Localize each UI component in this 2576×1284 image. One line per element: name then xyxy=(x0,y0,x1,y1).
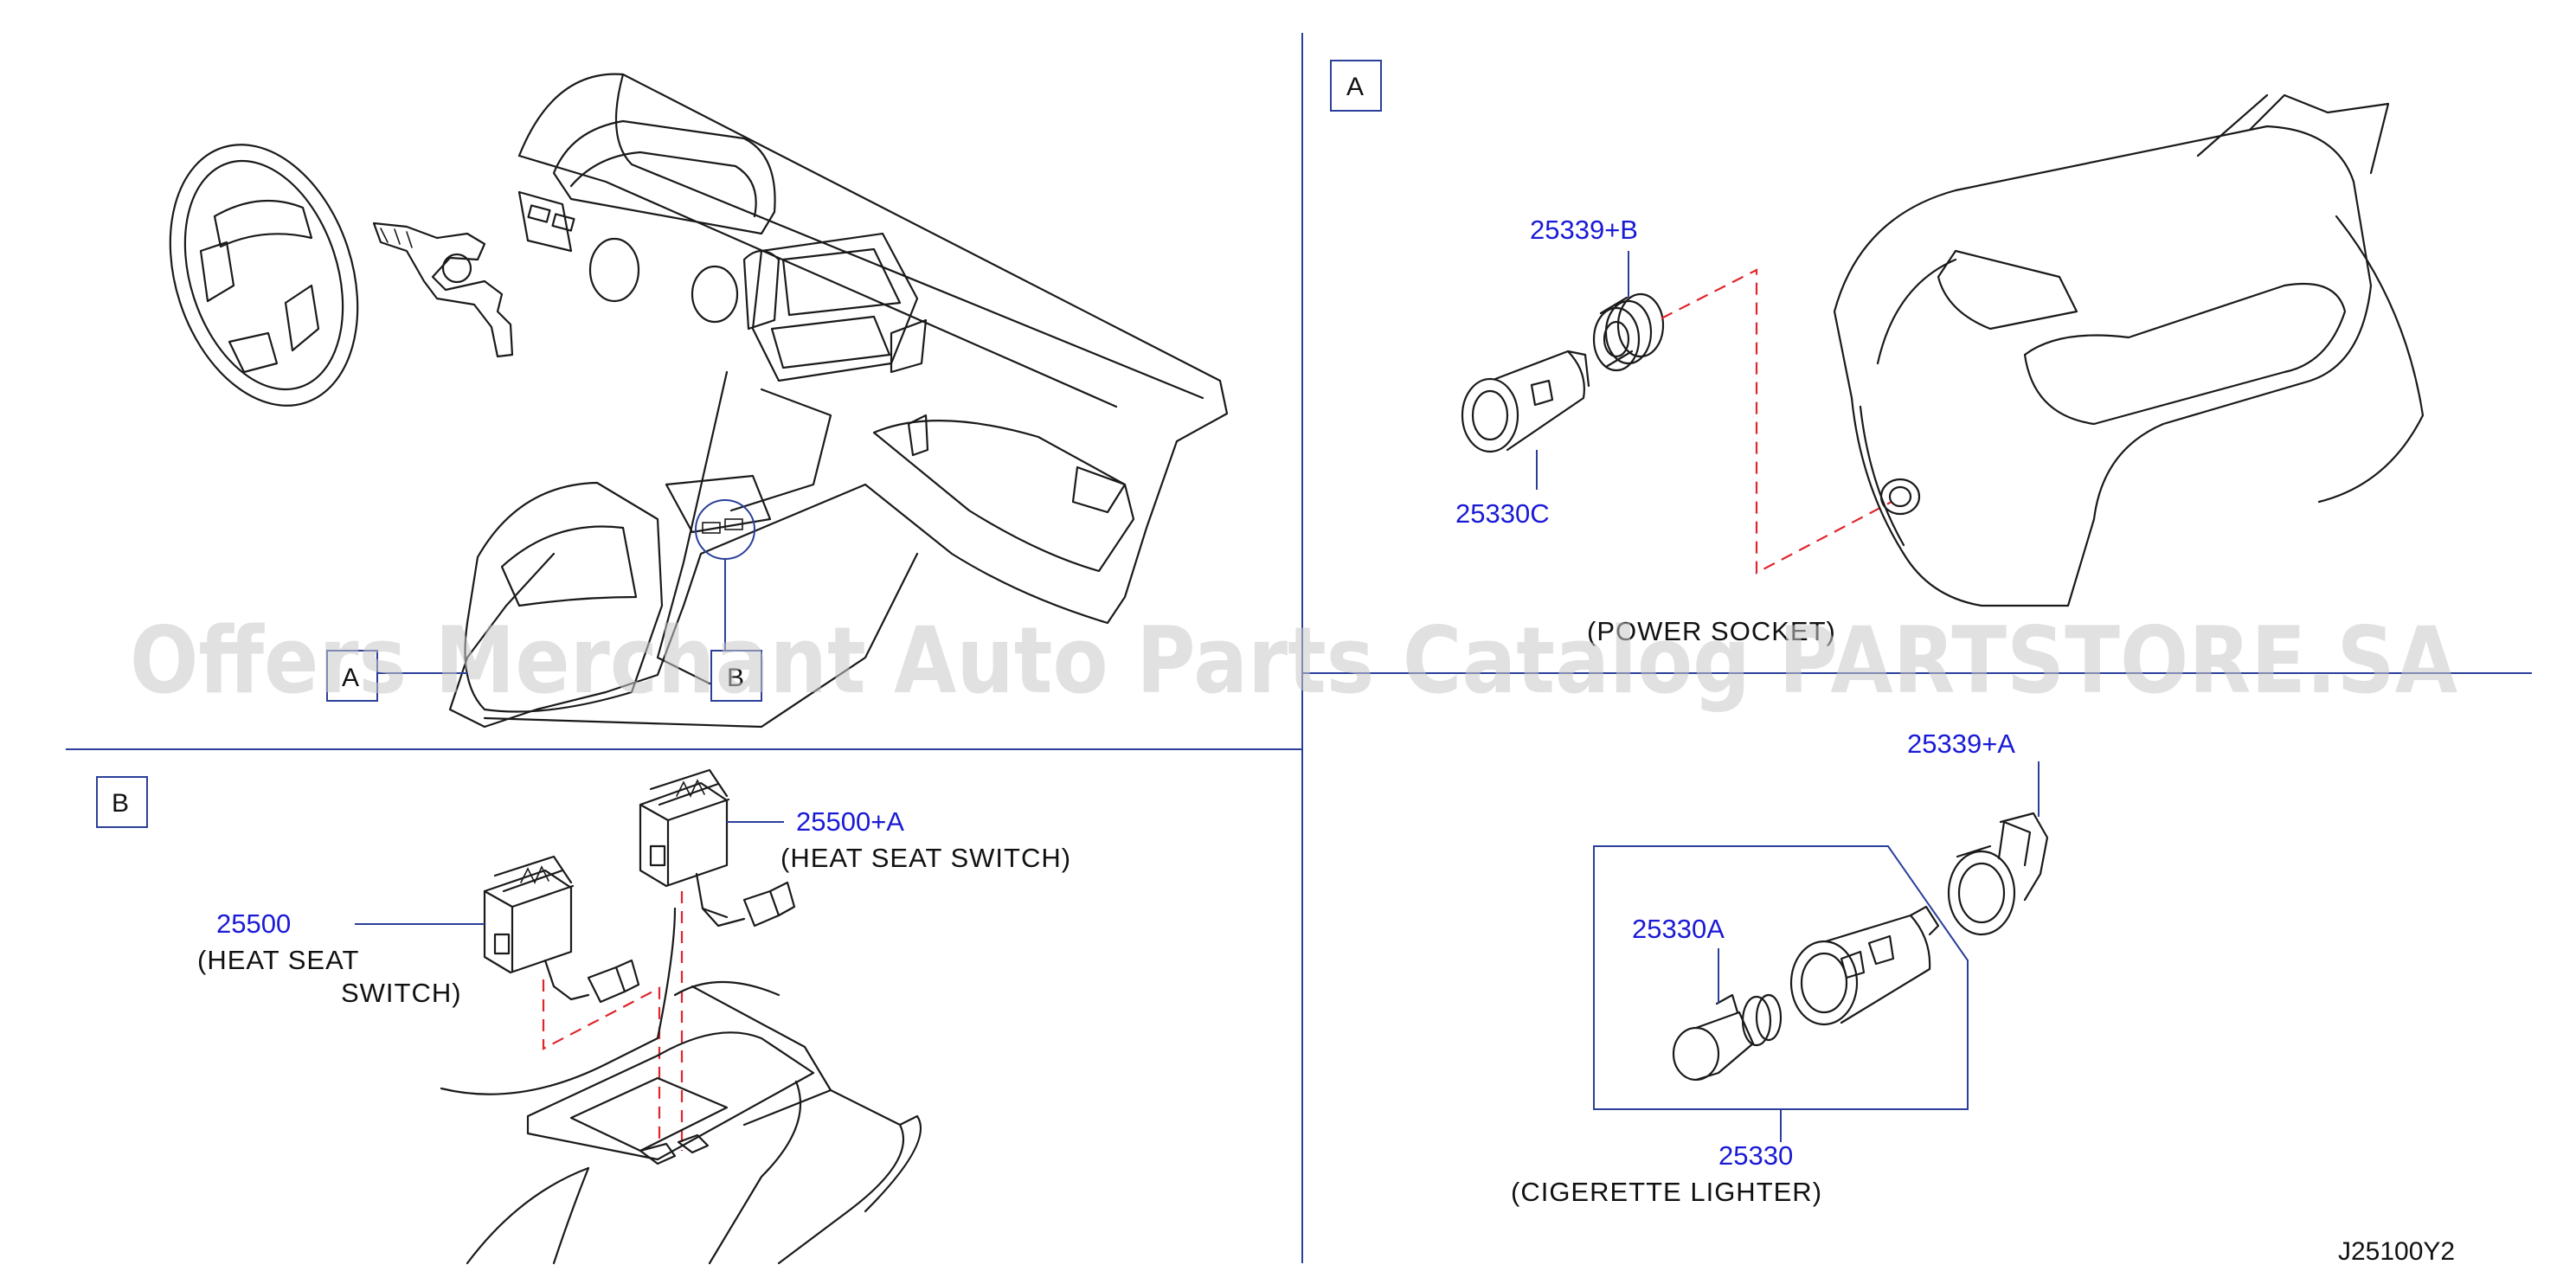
lighter-plug-25330a-drawing xyxy=(1672,993,1783,1082)
ref-a-label: A xyxy=(342,664,359,692)
dashboard-overview-drawing xyxy=(169,73,1229,729)
part-number-25330c: 25330C xyxy=(1455,498,1550,529)
section-b-header: B xyxy=(96,776,148,828)
ref-box-b-overview[interactable]: B xyxy=(710,650,762,702)
part-number-25500a: 25500+A xyxy=(796,806,904,837)
part-number-25339b: 25339+B xyxy=(1530,215,1638,245)
cigarette-lighter-assembly xyxy=(1593,761,2049,1142)
instrument-panel-drawing xyxy=(448,73,1229,729)
section-a-header: A xyxy=(1330,60,1382,112)
ring-25339a-drawing xyxy=(1947,812,2049,936)
part-label-25500a[interactable]: 25500+A (HEAT SEAT SWITCH) xyxy=(781,806,1071,873)
power-socket-assembly xyxy=(1461,93,2425,607)
watermark-text: Offers Merchant Auto Parts Catalog PARTS… xyxy=(130,607,2457,714)
ring-25339b-drawing xyxy=(1592,292,1665,372)
part-label-25330[interactable]: 25330 xyxy=(1718,1140,1793,1171)
steering-wheel-drawing xyxy=(169,144,359,407)
part-label-25339a[interactable]: 25339+A xyxy=(1907,729,2015,759)
power-socket-caption: (POWER SOCKET) xyxy=(1587,616,1836,646)
console-armrest-drawing xyxy=(1833,93,2425,607)
center-console-drawing xyxy=(440,907,922,1265)
part-caption-25500-line1: (HEAT SEAT xyxy=(197,945,359,975)
section-dividers xyxy=(66,33,2532,1263)
part-label-25330a[interactable]: 25330A xyxy=(1632,914,1725,944)
part-label-25330c[interactable]: 25330C xyxy=(1455,498,1550,529)
part-label-25339b[interactable]: 25339+B xyxy=(1530,215,1638,245)
part-number-25500: 25500 xyxy=(216,908,291,939)
cigarette-lighter-caption: (CIGERETTE LIGHTER) xyxy=(1511,1177,1822,1207)
part-number-25330a: 25330A xyxy=(1632,914,1725,944)
combination-switch-drawing xyxy=(372,221,514,358)
ref-b-label: B xyxy=(727,664,744,692)
part-label-25500[interactable]: 25500 (HEAT SEAT SWITCH) xyxy=(197,908,462,1008)
switch-25500a-drawing xyxy=(639,768,796,928)
diagram-code: J25100Y2 xyxy=(2338,1237,2455,1266)
part-number-25330: 25330 xyxy=(1718,1140,1793,1171)
heat-seat-switch-assembly xyxy=(355,768,922,1265)
switch-25500-drawing xyxy=(483,855,640,1004)
section-b-label: B xyxy=(112,789,129,818)
part-caption-25500a: (HEAT SEAT SWITCH) xyxy=(781,843,1071,873)
lighter-socket-drawing xyxy=(1789,905,1940,1026)
section-a-label: A xyxy=(1346,73,1364,101)
socket-25330c-drawing xyxy=(1461,350,1590,453)
part-number-25339a: 25339+A xyxy=(1907,729,2015,759)
ref-box-a-overview[interactable]: A xyxy=(326,650,378,702)
part-caption-25500-line2: SWITCH) xyxy=(341,978,462,1008)
